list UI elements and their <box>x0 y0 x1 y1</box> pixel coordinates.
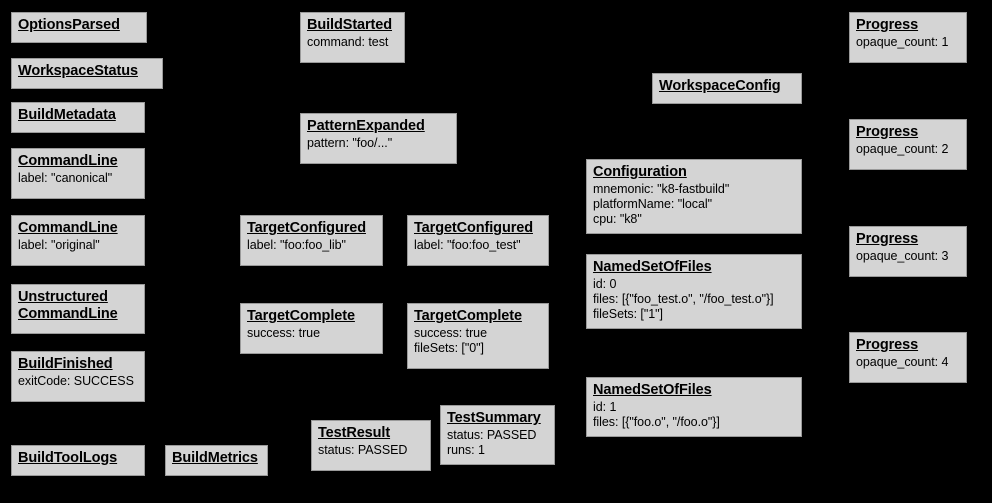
event-node-fields: opaque_count: 4 <box>856 355 949 369</box>
event-node-title: PatternExpanded <box>307 118 425 134</box>
event-node-title: TargetConfigured <box>247 220 366 236</box>
event-node-fields: id: 1 files: [{"foo.o", "/foo.o"}] <box>593 400 720 429</box>
event-node-title: BuildStarted <box>307 17 393 33</box>
event-node-title: TargetConfigured <box>414 220 533 236</box>
event-node-title: NamedSetOfFiles <box>593 259 712 275</box>
event-node-title: BuildToolLogs <box>18 450 118 466</box>
event-node-test-result[interactable]: TestResult status: PASSED <box>311 420 431 471</box>
event-node-progress-2[interactable]: Progress opaque_count: 2 <box>849 119 967 170</box>
event-node-target-configured-foo-lib[interactable]: TargetConfigured label: "foo:foo_lib" <box>240 215 383 266</box>
event-node-fields: exitCode: SUCCESS <box>18 374 134 388</box>
event-node-title: WorkspaceConfig <box>659 78 781 94</box>
event-node-build-started[interactable]: BuildStarted command: test <box>300 12 405 63</box>
event-node-progress-1[interactable]: Progress opaque_count: 1 <box>849 12 967 63</box>
event-node-test-summary[interactable]: TestSummary status: PASSED runs: 1 <box>440 405 555 465</box>
event-node-named-set-of-files-0[interactable]: NamedSetOfFiles id: 0 files: [{"foo_test.… <box>586 254 802 329</box>
event-node-fields: status: PASSED runs: 1 <box>447 428 537 457</box>
event-node-fields: success: true <box>247 326 320 340</box>
event-node-target-configured-foo-test[interactable]: TargetConfigured label: "foo:foo_test" <box>407 215 549 266</box>
event-node-fields: label: "foo:foo_lib" <box>247 238 346 252</box>
event-node-fields: opaque_count: 2 <box>856 142 949 156</box>
event-node-title: WorkspaceStatus <box>18 63 138 79</box>
event-node-fields: label: "canonical" <box>18 171 113 185</box>
event-node-fields: command: test <box>307 35 389 49</box>
event-node-fields: status: PASSED <box>318 443 408 457</box>
event-node-title: Configuration <box>593 164 687 180</box>
event-node-title: TestResult <box>318 425 391 441</box>
event-node-fields: id: 0 files: [{"foo_test.o", "/foo_test.… <box>593 277 774 321</box>
event-node-target-complete-test[interactable]: TargetComplete success: true fileSets: ["… <box>407 303 549 369</box>
event-node-title: TestSummary <box>447 410 541 426</box>
event-node-named-set-of-files-1[interactable]: NamedSetOfFiles id: 1 files: [{"foo.o", "… <box>586 377 802 437</box>
event-node-command-line-original[interactable]: CommandLine label: "original" <box>11 215 145 266</box>
event-node-fields: opaque_count: 3 <box>856 249 949 263</box>
event-node-progress-3[interactable]: Progress opaque_count: 3 <box>849 226 967 277</box>
event-node-build-metrics[interactable]: BuildMetrics <box>165 445 268 476</box>
event-node-fields: label: "original" <box>18 238 100 252</box>
event-node-workspace-config[interactable]: WorkspaceConfig <box>652 73 802 104</box>
event-node-title: OptionsParsed <box>18 17 120 33</box>
event-node-command-line-canonical[interactable]: CommandLine label: "canonical" <box>11 148 145 199</box>
event-node-fields: label: "foo:foo_test" <box>414 238 521 252</box>
event-node-title: Unstructured CommandLine <box>18 289 118 322</box>
event-node-fields: success: true fileSets: ["0"] <box>414 326 487 355</box>
event-node-fields: pattern: "foo/..." <box>307 136 393 150</box>
event-node-build-metadata[interactable]: BuildMetadata <box>11 102 145 133</box>
event-node-title: Progress <box>856 231 919 247</box>
event-node-title: TargetComplete <box>414 308 522 324</box>
event-node-fields: opaque_count: 1 <box>856 35 949 49</box>
event-node-progress-4[interactable]: Progress opaque_count: 4 <box>849 332 967 383</box>
event-node-title: CommandLine <box>18 153 118 169</box>
event-node-target-complete-lib[interactable]: TargetComplete success: true <box>240 303 383 354</box>
event-node-title: Progress <box>856 124 919 140</box>
event-node-title: BuildMetrics <box>172 450 258 466</box>
event-node-title: BuildMetadata <box>18 107 116 123</box>
event-node-title: TargetComplete <box>247 308 355 324</box>
event-node-title: NamedSetOfFiles <box>593 382 712 398</box>
event-node-configuration[interactable]: Configuration mnemonic: "k8-fastbuild" pl… <box>586 159 802 234</box>
event-node-title: Progress <box>856 337 919 353</box>
event-node-workspace-status[interactable]: WorkspaceStatus <box>11 58 163 89</box>
event-node-fields: mnemonic: "k8-fastbuild" platformName: "… <box>593 182 730 226</box>
event-node-title: BuildFinished <box>18 356 113 372</box>
event-node-build-finished[interactable]: BuildFinished exitCode: SUCCESS <box>11 351 145 402</box>
event-node-title: CommandLine <box>18 220 118 236</box>
event-node-unstructured-command-line[interactable]: Unstructured CommandLine <box>11 284 145 334</box>
event-node-title: Progress <box>856 17 919 33</box>
event-node-build-tool-logs[interactable]: BuildToolLogs <box>11 445 145 476</box>
event-node-options-parsed[interactable]: OptionsParsed <box>11 12 147 43</box>
event-node-pattern-expanded[interactable]: PatternExpanded pattern: "foo/..." <box>300 113 457 164</box>
